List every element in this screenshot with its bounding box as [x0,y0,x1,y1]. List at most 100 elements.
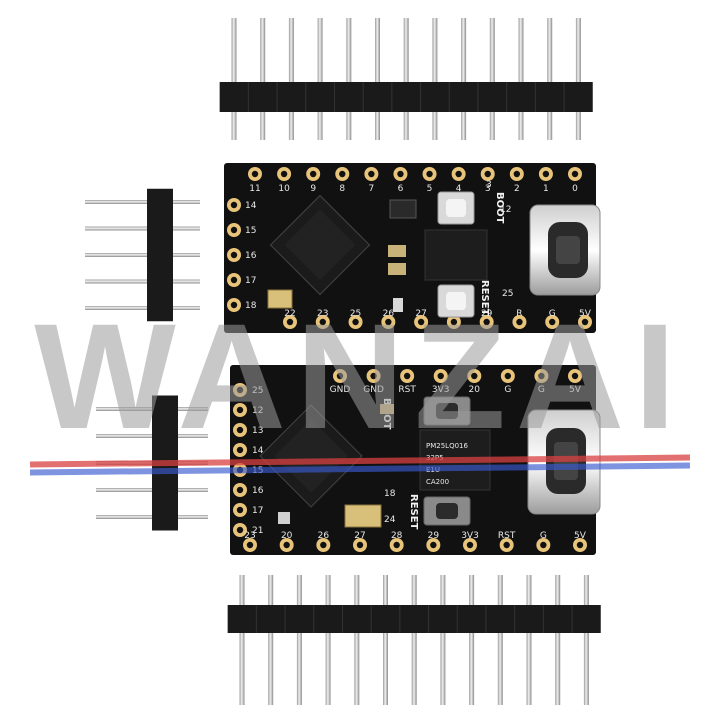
board-upper-component [389,199,417,219]
pin-label: G [540,531,547,541]
watermark-text: WANZAI [34,292,686,460]
pin-label: 26 [318,531,330,541]
board-upper-component [393,298,403,312]
pin-header-bottom [227,575,601,705]
header-pin [85,253,200,257]
header-pin [268,575,274,705]
board-upper-label: 3 [486,180,492,190]
header-pin [555,575,561,705]
pin-label: 14 [252,446,264,456]
board-lower-chip-text: PM25LQ016 [426,442,468,450]
header-pin [85,306,200,310]
pin-label: 12 [252,406,263,416]
pin-label: 4 [456,184,462,194]
pin-label: G [504,385,511,395]
pin-label: 20 [469,385,481,395]
board-upper-crystal [267,289,293,309]
pin-label: 17 [252,506,263,516]
pin-label: RST [398,385,416,395]
board-upper-label: 25 [502,289,513,299]
watermark-stripe-red [29,454,691,468]
pin-label: 5V [579,309,592,319]
board-lower-component [278,512,290,524]
header-pin [85,200,200,204]
board-lower-component [380,404,394,414]
header-pin [346,18,352,140]
pin-label: 17 [245,276,256,286]
header-plastic [227,605,601,633]
pin-label: 7 [368,184,374,194]
header-pin [547,18,553,140]
pin-label: 2 [514,184,520,194]
pin-label: G [549,309,556,319]
board-upper-reset-button[interactable] [437,284,475,318]
header-pin [260,18,266,140]
header-pin [239,575,245,705]
header-pin [461,18,467,140]
header-pin [403,18,409,140]
board-lower-reset-button[interactable] [423,496,471,526]
pin-label: 5 [427,184,433,194]
header-pin [575,18,581,140]
pin-label: 9 [310,184,316,194]
pin-label: 16 [252,486,264,496]
pin-header-left-upper [85,188,200,322]
header-pin [296,575,302,705]
board-upper: 11109876543210141516171822232526272829RG… [224,163,601,333]
pin-label: 22 [284,309,295,319]
header-pin [383,575,388,705]
pin-label: 11 [249,184,260,194]
board-upper-component [388,245,406,257]
pin-label: 20 [281,531,293,541]
pin-label: 8 [339,184,345,194]
header-pin [375,18,380,140]
header-pin [231,18,237,140]
pin-label: 5V [574,531,587,541]
pin-label: 26 [383,309,395,319]
header-pin [317,18,323,140]
board-lower-boot-button[interactable] [423,396,471,426]
board-lower-reset-label: RESET [408,494,419,530]
board-upper-reset-label: RESET [479,280,490,316]
board-upper-usb-c-port [529,204,601,296]
header-pin [432,18,438,140]
board-upper-mcu-chip [269,194,371,296]
board-upper-boot-button[interactable] [437,191,475,225]
header-pin [583,575,589,705]
board-lower-pads: GNDGNDRST3V320GG5V2512131415161721232026… [233,369,587,552]
pin-label: 5V [569,385,582,395]
header-pin [325,575,331,705]
header-pin [489,18,495,140]
header-pin [497,575,503,705]
pin-label: 3V3 [432,385,450,395]
pin-label: 3V3 [461,531,479,541]
pin-label: 28 [391,531,403,541]
pin-label: 3 [485,184,491,194]
pin-label: 14 [245,201,257,211]
watermark: WANZAI [29,292,691,476]
pin-header-top [219,18,593,140]
header-pin [85,279,200,284]
header-pin [526,575,532,705]
pin-label: 18 [245,301,257,311]
header-pin [411,575,417,705]
board-upper-component [388,263,406,275]
header-pin [288,18,294,140]
pin-label: R [516,309,522,319]
pin-label: 21 [252,526,263,536]
watermark-stripe-blue [29,462,691,476]
pin-label: 29 [481,309,493,319]
board-lower-crystal [344,504,382,528]
pin-label: 13 [252,426,263,436]
pin-label: 23 [317,309,328,319]
pin-label: 1 [543,184,549,194]
header-pin [440,575,446,705]
pin-label: 25 [252,386,263,396]
pin-label: 0 [572,184,578,194]
header-pin [518,18,524,140]
board-lower-label: 18 [384,489,396,499]
board-upper-flash-chip [424,229,488,281]
header-pin [469,575,475,705]
pin-label: 10 [278,184,290,194]
